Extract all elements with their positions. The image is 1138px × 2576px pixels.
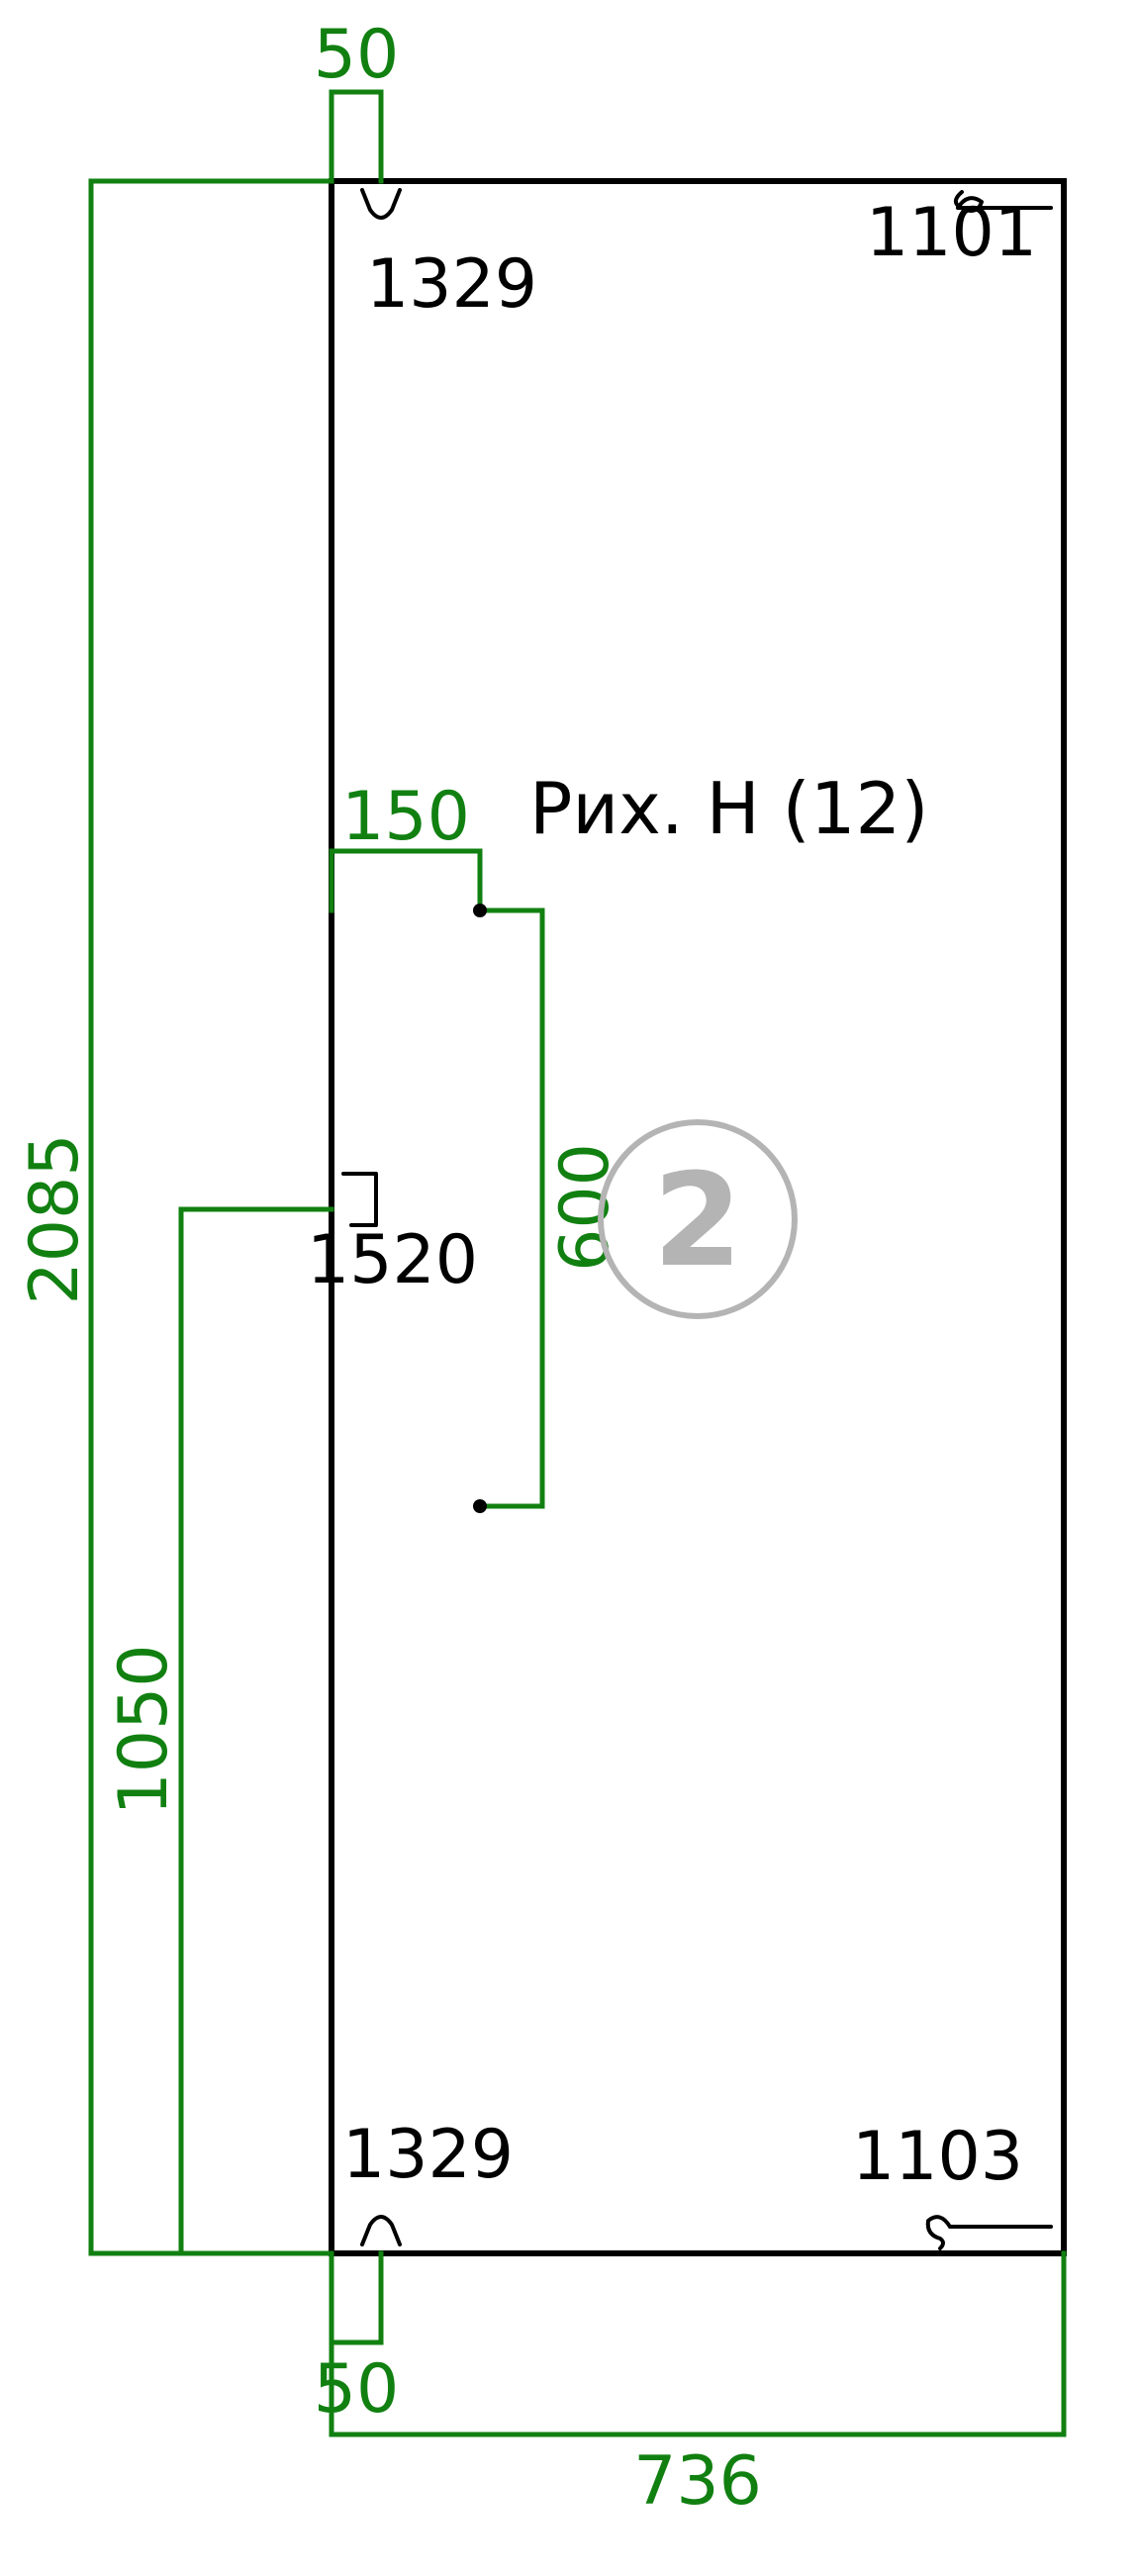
- hinge-point-bottom: [473, 1499, 487, 1513]
- fitting-code-bottom-right: 1103: [852, 2118, 1023, 2196]
- panel-outline: [329, 178, 1067, 2256]
- panel-number-badge: 2: [598, 1119, 798, 1319]
- dim-total-height: 2085: [16, 178, 334, 2256]
- dim-bottom-notch: 50: [314, 2250, 400, 2429]
- fitting-code-top-right: 1101: [866, 194, 1037, 272]
- panel-label: Рих. Н (12): [529, 767, 928, 850]
- dim-total-width: 736: [329, 2250, 1067, 2521]
- fitting-code-bottom-left: 1329: [342, 2116, 514, 2194]
- dim-hinge-spacing: 600: [477, 907, 624, 1509]
- hinge-point-top: [473, 904, 487, 917]
- middle-left-bracket-icon: [341, 1172, 378, 1227]
- dim-hinge-offset: 150: [329, 778, 483, 913]
- dim-hinge-offset-label: 150: [341, 778, 470, 856]
- dim-bottom-notch-label: 50: [314, 2350, 400, 2429]
- dim-handle-height-label: 1050: [105, 1644, 183, 1815]
- fitting-code-middle-left: 1520: [307, 1221, 478, 1299]
- fitting-code-top-left: 1329: [366, 245, 537, 324]
- dim-top-notch: 50: [314, 16, 400, 184]
- dim-total-width-label: 736: [633, 2442, 762, 2521]
- dim-total-height-label: 2085: [16, 1133, 94, 1304]
- panel-number: 2: [653, 1145, 742, 1295]
- top-left-notch-icon: [360, 188, 402, 220]
- dim-hinge-spacing-label: 600: [546, 1143, 624, 1272]
- dim-handle-height: 1050: [105, 1206, 334, 2256]
- dim-top-notch-label: 50: [314, 16, 400, 94]
- bottom-left-notch-icon: [360, 2215, 402, 2246]
- bottom-right-hook-icon: [925, 2215, 1053, 2250]
- top-right-hook-icon: [954, 190, 1053, 213]
